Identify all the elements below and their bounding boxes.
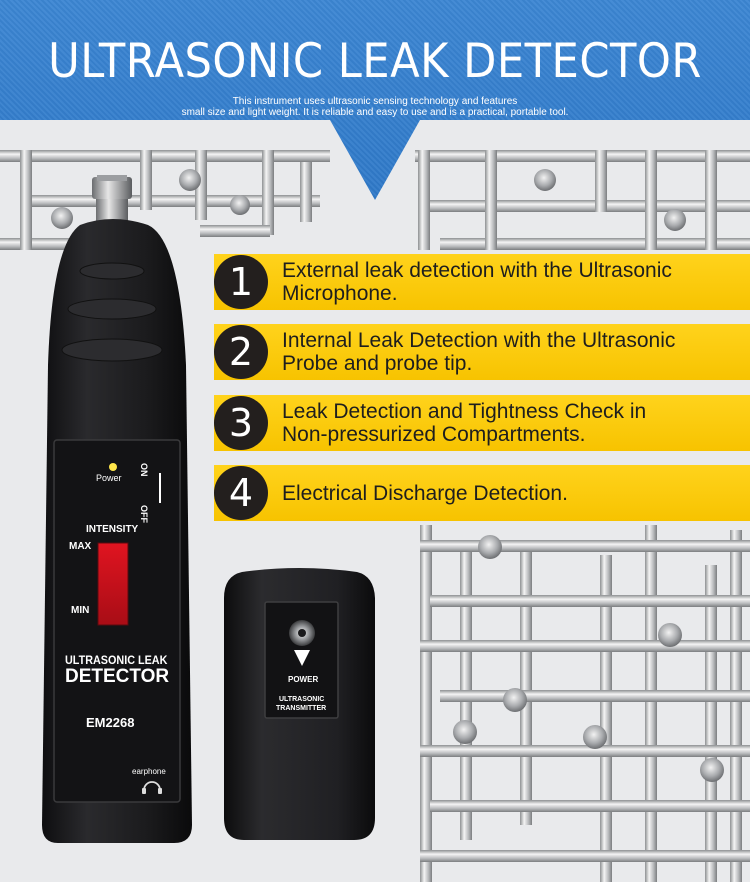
transmitter-body — [224, 568, 375, 840]
intensity-label: INTENSITY — [86, 524, 139, 535]
headphone-icon — [140, 779, 166, 799]
feature-3-line-2: Non-pressurized Compartments. — [282, 423, 586, 446]
feature-2: 2 Internal Leak Detection with the Ultra… — [214, 324, 750, 380]
feature-number-1: 1 — [214, 255, 268, 309]
on-label: ON — [139, 463, 149, 477]
feature-2-line-1: Internal Leak Detection with the Ultraso… — [282, 329, 676, 352]
brand-line-2: DETECTOR — [65, 666, 170, 687]
max-label: MAX — [69, 541, 92, 552]
off-label: OFF — [139, 505, 149, 523]
feature-number-3: 3 — [214, 396, 268, 450]
feature-1-line-2: Microphone. — [282, 282, 398, 305]
feature-1: 1 External leak detection with the Ultra… — [214, 254, 750, 310]
page-title: ULTRASONIC LEAK DETECTOR — [48, 34, 702, 89]
ultrasonic-transmitter-device: POWER ULTRASONIC TRANSMITTER — [222, 568, 377, 844]
feature-4: 4 Electrical Discharge Detection. — [214, 465, 750, 521]
power-led-label: Power — [96, 473, 122, 483]
transmitter-name-line-1: ULTRASONIC — [279, 696, 325, 703]
earphone-label: earphone — [132, 767, 166, 776]
feature-number-4: 4 — [214, 466, 268, 520]
brand-line-1: ULTRASONIC LEAK — [65, 653, 168, 667]
model-label: EM2268 — [86, 715, 135, 730]
feature-number-2: 2 — [214, 325, 268, 379]
transmitter-power-label: POWER — [288, 675, 319, 684]
feature-1-line-1: External leak detection with the Ultraso… — [282, 259, 672, 282]
min-label: MIN — [71, 605, 90, 616]
subtitle-line-1: This instrument uses ultrasonic sensing … — [232, 96, 518, 107]
subtitle-line-2: small size and light weight. It is relia… — [181, 107, 569, 118]
feature-3-line-1: Leak Detection and Tightness Check in — [282, 400, 647, 423]
detector-body — [42, 175, 192, 843]
leak-detector-device: Power ON OFF INTENSITY MAX MIN ULTRASONI… — [40, 175, 195, 845]
feature-text-2: Internal Leak Detection with the Ultraso… — [282, 329, 742, 375]
feature-2-line-2: Probe and probe tip. — [282, 352, 473, 375]
transmitter-name-line-2: TRANSMITTER — [276, 705, 327, 712]
feature-text-3: Leak Detection and Tightness Check in No… — [282, 400, 742, 446]
feature-3: 3 Leak Detection and Tightness Check in … — [214, 395, 750, 451]
feature-text-1: External leak detection with the Ultraso… — [282, 259, 742, 305]
feature-text-4: Electrical Discharge Detection. — [282, 482, 568, 505]
